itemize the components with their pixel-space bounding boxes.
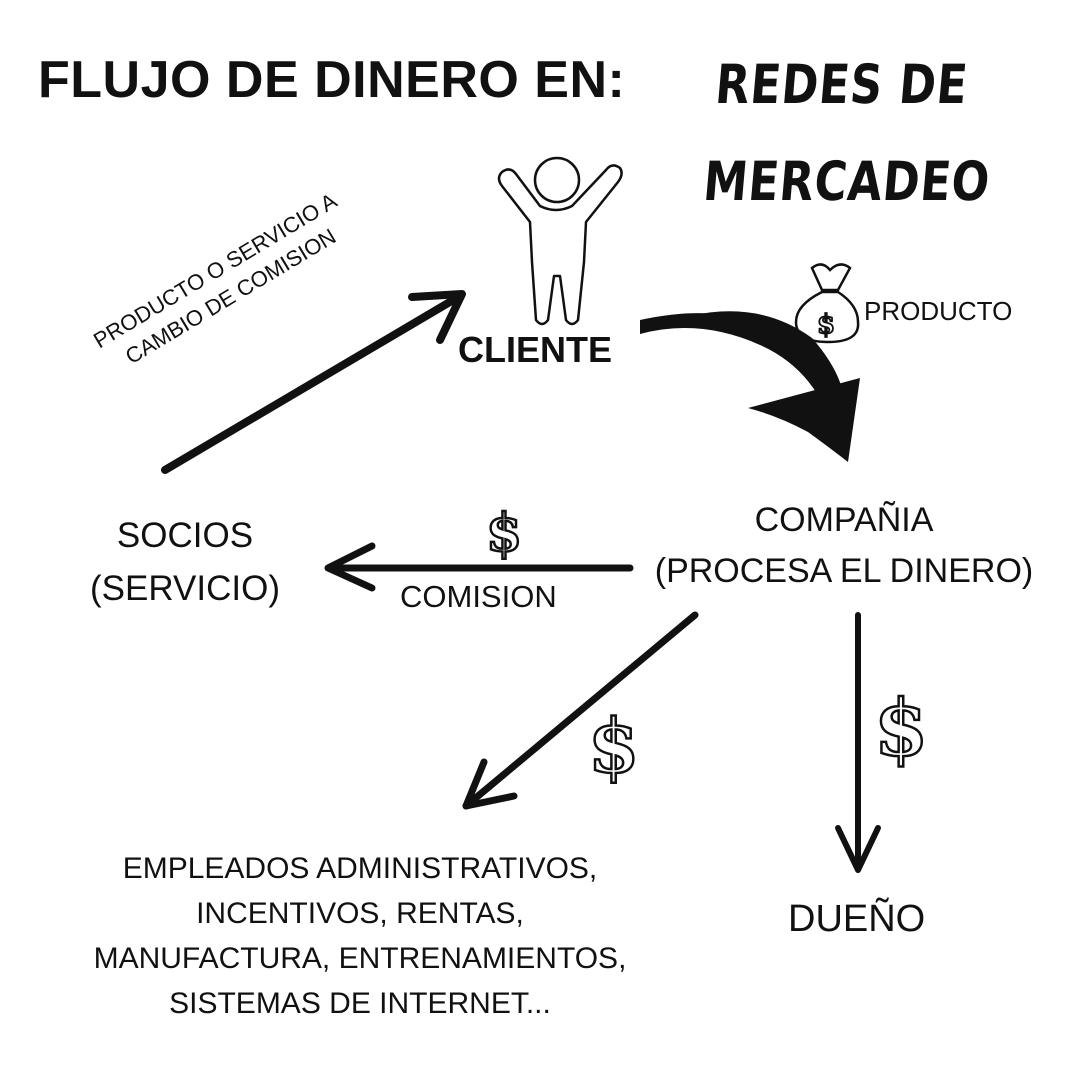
node-dueno: DUEÑO: [788, 898, 926, 940]
node-cliente: CLIENTE: [458, 329, 613, 370]
dollar-icon-dueno: $: [873, 682, 930, 776]
node-empleados-line-2: INCENTIVOS, RENTAS,: [196, 897, 524, 930]
node-empleados-line-1: EMPLEADOS ADMINISTRATIVOS,: [122, 852, 598, 885]
label-producto: PRODUCTO: [864, 296, 1013, 326]
arrow-socios-to-cliente: [161, 290, 466, 474]
node-socios-line-2: (SERVICIO): [90, 568, 280, 608]
node-socios: SOCIOS (SERVICIO): [60, 510, 310, 615]
dollar-icon-empleados: $: [587, 703, 641, 792]
arrow-compania-to-empleados: [462, 611, 699, 810]
svg-text:$: $: [817, 310, 835, 340]
dollar-icon-comision: $: [485, 502, 524, 566]
arrow-compania-to-dueno: [835, 612, 881, 873]
node-empleados: EMPLEADOS ADMINISTRATIVOS, INCENTIVOS, R…: [60, 846, 660, 1026]
node-socios-line-1: SOCIOS: [116, 516, 254, 555]
page-title: FLUJO DE DINERO EN:: [38, 51, 626, 109]
node-compania: COMPAÑIA (PROCESA EL DINERO): [644, 495, 1044, 597]
arrow-compania-to-socios: [324, 542, 634, 592]
node-empleados-line-3: MANUFACTURA, ENTRENAMIENTOS,: [93, 942, 627, 975]
arrow-cliente-to-compania: [640, 311, 860, 462]
node-empleados-line-4: SISTEMAS DE INTERNET...: [169, 987, 551, 1020]
money-bag-icon: $: [794, 263, 860, 344]
edge-label-socios-to-cliente: PRODUCTO O SERVICIO A CAMBIO DE COMISION: [58, 188, 388, 430]
node-compania-line-2: (PROCESA EL DINERO): [654, 552, 1034, 590]
person-icon: [497, 156, 623, 326]
node-compania-line-1: COMPAÑIA: [754, 501, 934, 539]
label-comision: COMISION: [400, 579, 557, 614]
